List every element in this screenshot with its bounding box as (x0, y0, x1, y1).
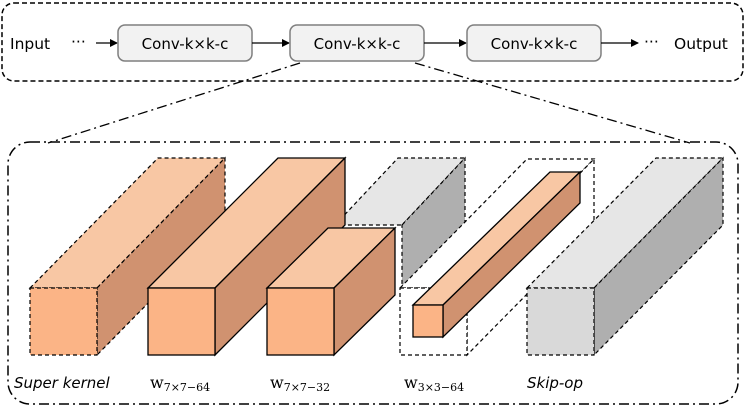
kernel-front-face (29, 287, 98, 356)
kernel-background-gray (333, 156, 467, 294)
caption-w-7x7-64: w7×7−64 (150, 373, 210, 394)
conv-block-2: Conv-k×k-c (289, 24, 425, 62)
caption-w-7x7-32: w7×7−32 (270, 373, 330, 394)
kernel-front-face (266, 287, 335, 356)
pipeline-frame (1, 2, 744, 82)
input-ellipsis: ··· (71, 33, 86, 51)
caption-sub: 7×7−64 (164, 381, 210, 394)
kernel-super (28, 156, 227, 357)
kernel-front-face (526, 287, 595, 356)
output-label: Output (674, 35, 728, 53)
caption-sub: 3×3−64 (418, 381, 464, 394)
caption-skip-op: Skip-op (527, 374, 583, 392)
caption-super-kernel: Super kernel (14, 374, 111, 392)
kernel-skip-op (525, 156, 725, 357)
input-label: Input (10, 35, 50, 53)
kernel-top-face (28, 157, 227, 289)
kernel-front-face (147, 287, 216, 356)
caption-main: w (150, 373, 164, 392)
output-ellipsis: ··· (644, 33, 659, 51)
caption-main: w (404, 373, 418, 392)
kernel-w-7x7-64 (146, 156, 347, 357)
conv-block-label: Conv-k×k-c (142, 35, 229, 53)
conv-block-3: Conv-k×k-c (466, 24, 602, 62)
kernel-side-face (96, 156, 226, 357)
kernel-w-7x7-32 (265, 226, 397, 357)
kernel-front-face (412, 304, 444, 338)
caption-main: w (270, 373, 284, 392)
caption-sub: 7×7−32 (284, 381, 330, 394)
conv-block-1: Conv-k×k-c (117, 24, 253, 62)
conv-block-label: Conv-k×k-c (491, 35, 578, 53)
caption-w-3x3-64: w3×3−64 (404, 373, 464, 394)
search-space-frame (7, 141, 739, 405)
kernel-side-face (401, 156, 466, 294)
kernel-top-face (333, 157, 467, 226)
conv-block-label: Conv-k×k-c (314, 35, 401, 53)
zoom-line-left (47, 62, 301, 144)
zoom-line-right (414, 62, 691, 144)
kernel-w-3x3-64 (398, 157, 596, 357)
